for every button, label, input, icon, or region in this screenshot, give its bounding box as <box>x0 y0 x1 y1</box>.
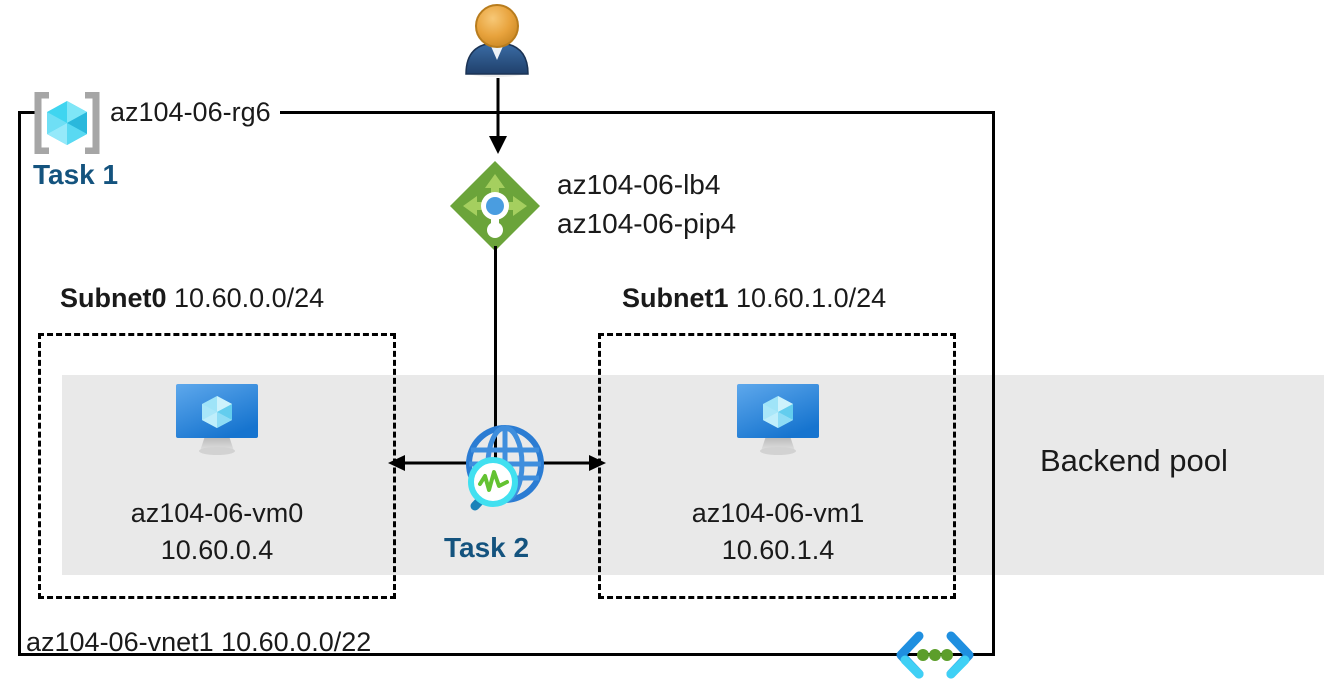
backend-pool-band <box>62 375 1324 575</box>
vm0-labels: az104-06-vm0 10.60.0.4 <box>67 495 367 569</box>
resource-group-border-bottom <box>18 653 995 656</box>
load-balancer-labels: az104-06-lb4 az104-06-pip4 <box>557 165 736 243</box>
load-balancer-name: az104-06-lb4 <box>557 169 721 200</box>
arrow-user-to-load-balancer <box>489 78 507 154</box>
vm1-ip: 10.60.1.4 <box>721 535 835 565</box>
subnet1-cidr: 10.60.1.0/24 <box>736 283 887 313</box>
backend-pool-label: Backend pool <box>1040 443 1228 478</box>
user-icon <box>465 4 529 77</box>
subnet1-title: Subnet1 10.60.1.0/24 <box>622 283 886 314</box>
virtual-machine-icon <box>737 384 819 455</box>
vnet-label: az104-06-vnet1 10.60.0.0/22 <box>26 627 372 657</box>
vm0-name: az104-06-vm0 <box>130 498 304 528</box>
resource-group-border-left <box>18 111 21 656</box>
vm0-ip: 10.60.0.4 <box>160 535 274 565</box>
resource-group-name: az104-06-rg6 <box>110 97 271 127</box>
subnet0-cidr: 10.60.0.0/24 <box>174 283 325 313</box>
vm1-labels: az104-06-vm1 10.60.1.4 <box>628 495 928 569</box>
line-load-balancer-to-watcher <box>494 246 497 468</box>
public-ip-name: az104-06-pip4 <box>557 208 737 239</box>
vm1-name: az104-06-vm1 <box>691 498 865 528</box>
task-1-label: Task 1 <box>33 159 119 190</box>
subnet1-name: Subnet1 <box>622 283 729 313</box>
subnet0-name: Subnet0 <box>60 283 167 313</box>
subnet0-title: Subnet0 10.60.0.0/24 <box>60 283 324 314</box>
resource-group-border-top-left <box>18 111 38 114</box>
task-2-label: Task 2 <box>444 532 530 563</box>
resource-group-border-top-right <box>280 111 995 114</box>
load-balancer-icon <box>450 161 540 251</box>
virtual-machine-icon <box>176 384 258 455</box>
virtual-network-icon <box>896 631 974 679</box>
network-watcher-icon <box>466 425 544 511</box>
resource-group-icon <box>34 92 100 154</box>
resource-group-border-right <box>992 111 995 656</box>
